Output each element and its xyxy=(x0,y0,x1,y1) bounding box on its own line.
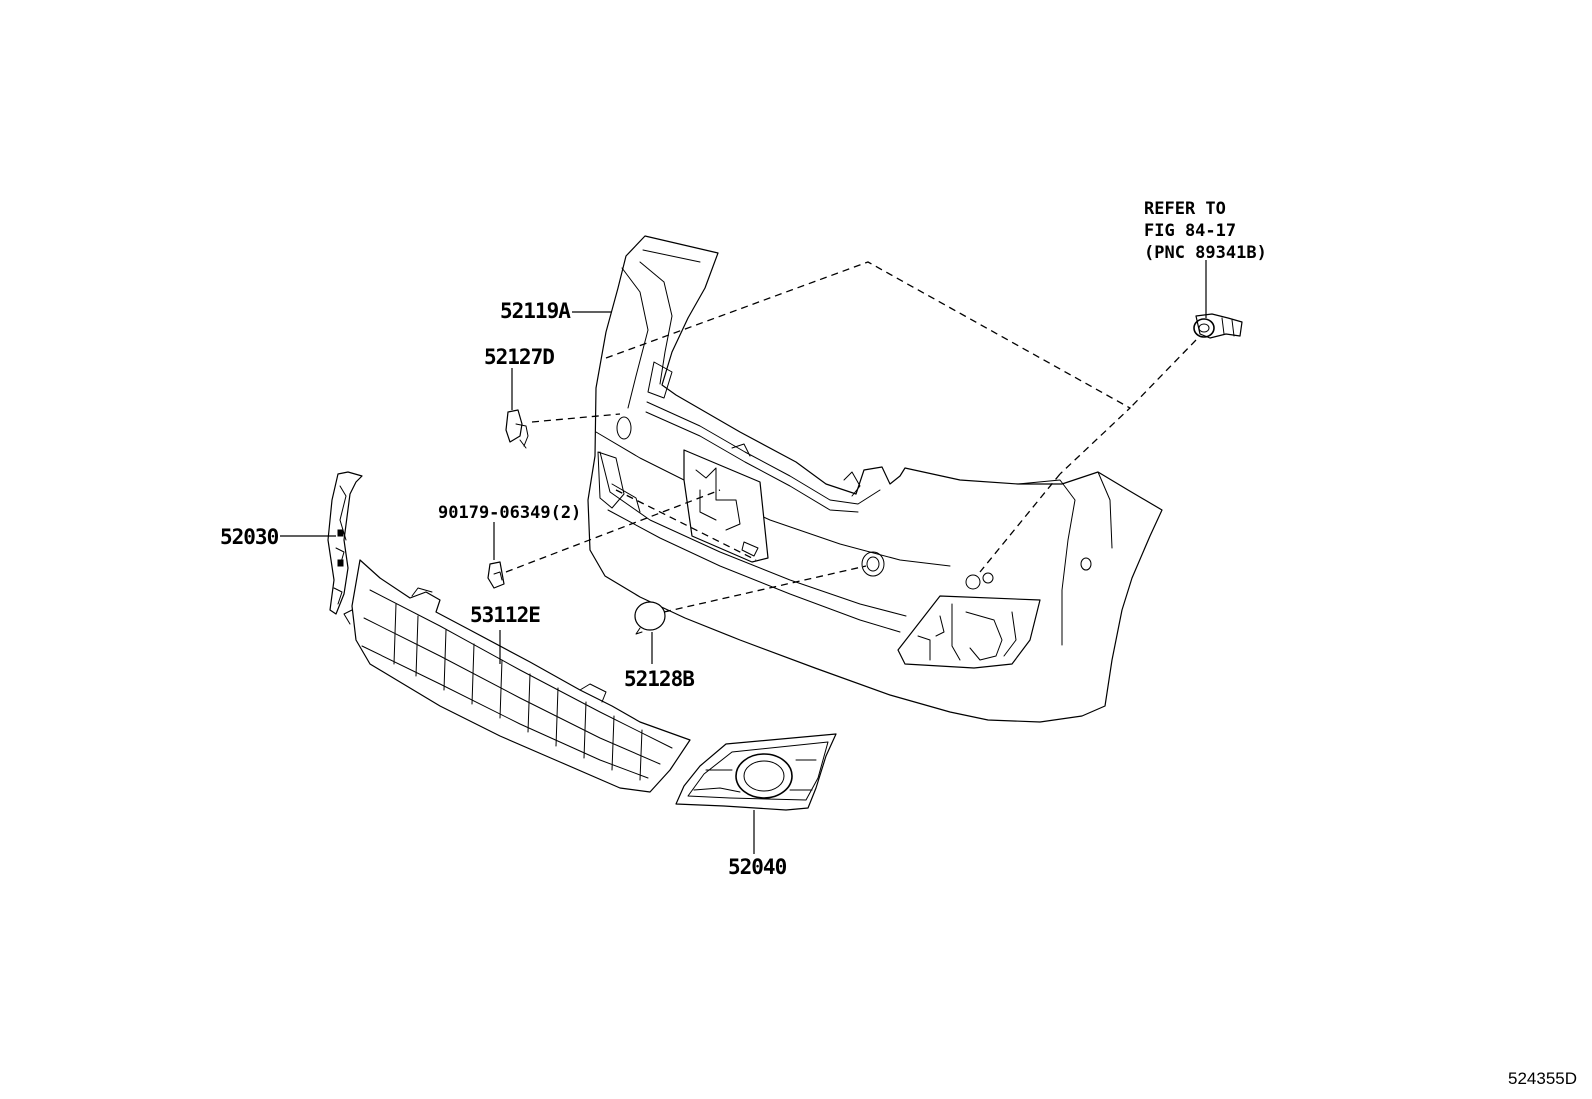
note-line-1: REFER TO xyxy=(1144,199,1226,219)
label-52030: 52030 xyxy=(220,525,279,549)
label-52128B: 52128B xyxy=(624,667,694,691)
reference-note: REFER TO FIG 84-17 (PNC 89341B) xyxy=(1144,199,1267,263)
label-52127D: 52127D xyxy=(484,345,554,369)
lower-grille[interactable] xyxy=(343,559,691,793)
fog-lamp-bezel[interactable] xyxy=(675,733,837,811)
tow-hook-cap[interactable] xyxy=(634,601,666,635)
leader-lines xyxy=(280,260,1207,854)
label-52040: 52040 xyxy=(728,855,787,879)
grille-seal-strip[interactable] xyxy=(327,471,363,615)
side-bracket[interactable] xyxy=(505,409,529,449)
note-line-3: (PNC 89341B) xyxy=(1144,243,1267,263)
diagram-id: 524355D xyxy=(1508,1069,1577,1088)
label-53112E: 53112E xyxy=(470,603,540,627)
assembly-lines xyxy=(505,261,1197,613)
parking-sensor[interactable] xyxy=(1193,313,1243,339)
label-90179-06349: 90179-06349(2) xyxy=(438,503,581,523)
note-line-2: FIG 84-17 xyxy=(1144,221,1236,241)
bumper-cover[interactable] xyxy=(587,235,1163,723)
retainer-nut[interactable] xyxy=(487,561,505,589)
label-52119A: 52119A xyxy=(500,299,571,323)
